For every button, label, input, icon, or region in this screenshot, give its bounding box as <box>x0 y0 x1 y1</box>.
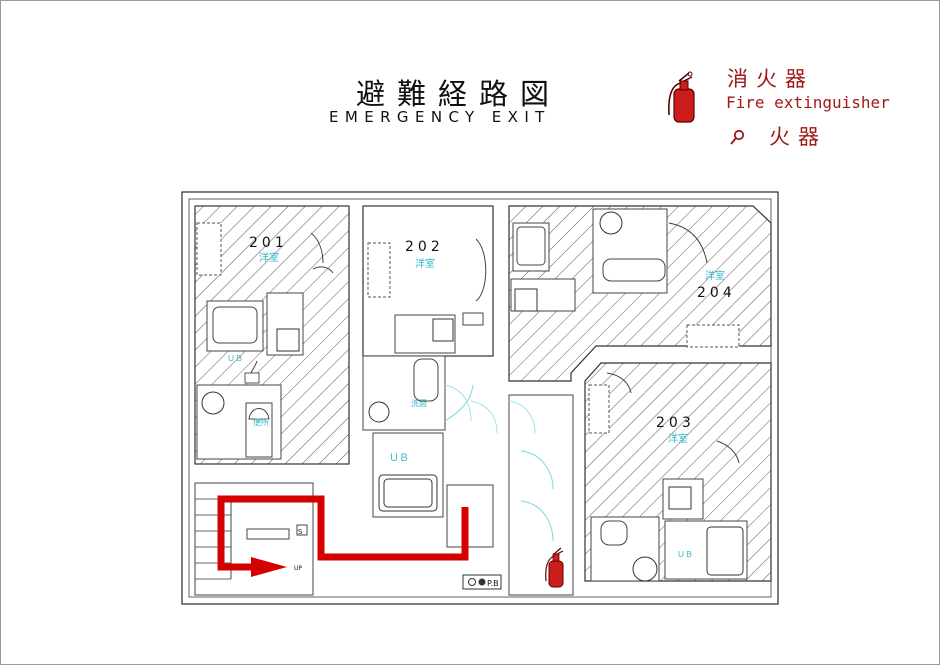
room-204-type: 洋室 <box>705 269 725 282</box>
room-204-number: 204 <box>697 285 736 301</box>
map-title-en: EMERGENCY EXIT <box>329 108 551 126</box>
room-201: 201 洋室 ＵＢ 便所 <box>194 205 350 465</box>
room-201-ub-label: ＵＢ <box>227 354 243 363</box>
escape-route <box>217 495 469 577</box>
room-203: 203 洋室 ＵＢ <box>584 362 772 582</box>
fire-extinguisher-icon <box>668 71 695 123</box>
stair-up-label: UP <box>294 565 302 572</box>
room-202-ub-label: ＵＢ <box>389 453 409 464</box>
room-202: 202 洋室 洗面 ＵＢ <box>362 205 494 548</box>
map-title-ja: 避難経路図 <box>356 77 562 111</box>
legend-extinguisher-en: Fire extinguisher <box>726 93 890 112</box>
shaft-label: S <box>298 528 303 536</box>
room-203-ub-label: ＵＢ <box>677 550 693 559</box>
legend-hydrant-ja: 火器 <box>769 125 827 149</box>
door-swings <box>444 384 536 434</box>
room-202-number: 202 <box>405 239 444 255</box>
room-203-number: 203 <box>656 415 695 431</box>
room-201-type: 洋室 <box>259 251 279 264</box>
legend-extinguisher-ja: 消火器 <box>727 67 814 91</box>
corridor <box>508 394 574 596</box>
room-202-wash-label: 洗面 <box>411 398 427 408</box>
room-203-type: 洋室 <box>668 432 688 445</box>
room-201-number: 201 <box>249 235 288 251</box>
room-202-type: 洋室 <box>415 257 435 270</box>
room-201-toilet-label: 便所 <box>253 417 269 427</box>
pb-label: P.B <box>487 579 499 588</box>
fire-extinguisher-icon <box>545 547 564 588</box>
fire-hydrant-icon <box>730 129 745 145</box>
room-204: 204 洋室 <box>508 205 772 382</box>
